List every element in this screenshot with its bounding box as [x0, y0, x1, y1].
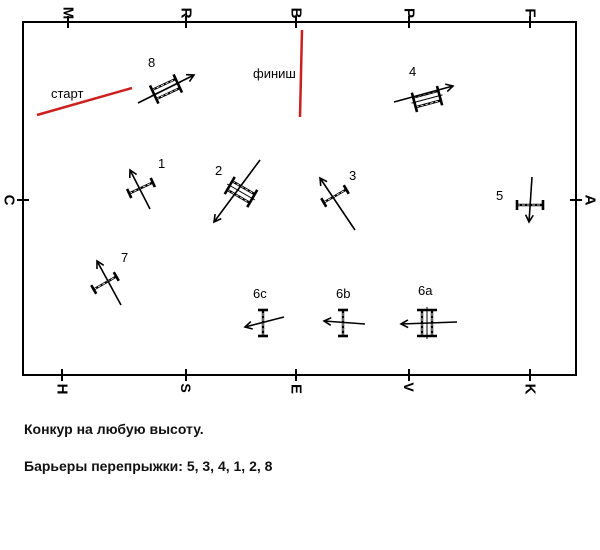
direction-arrow [129, 169, 151, 210]
arrow-head [96, 259, 105, 270]
obstacle-3-number: 3 [349, 168, 356, 183]
letter-top-r: R [178, 8, 195, 19]
letter-top-f: F [522, 8, 539, 17]
obstacle-1-number: 1 [158, 156, 165, 171]
arrow-head [319, 176, 328, 187]
obstacle-5-number: 5 [496, 188, 503, 203]
obstacle-3 [320, 184, 350, 208]
letter-top-p: P [401, 8, 418, 18]
obstacles: 8 4 1 2 3 5 7 6c 6b 6а [90, 55, 545, 339]
direction-arrow [244, 316, 285, 328]
obstacle-8 [148, 73, 184, 105]
obstacle-6c-number: 6c [253, 286, 267, 301]
letter-bottom-h: H [54, 384, 71, 395]
finish-line [298, 29, 304, 118]
letter-bottom-e: E [288, 384, 305, 394]
finish-label: финиш [253, 66, 296, 81]
letter-bottom-s: S [178, 383, 194, 392]
letter-left-c: C [1, 195, 18, 206]
arrow-head [243, 320, 253, 330]
jump-off-line: Барьеры перепрыжки: 5, 3, 4, 1, 2, 8 [24, 458, 272, 474]
arrow-head [185, 73, 196, 83]
jump-off-label: Барьеры перепрыжки: [24, 458, 183, 474]
letter-markers [17, 16, 582, 381]
arrow-head [322, 316, 332, 327]
letter-top-m: M [60, 7, 77, 20]
jump-rail-stripes [93, 276, 117, 290]
jump-stand [320, 197, 328, 208]
jump-stand [90, 284, 98, 295]
arrow-head [445, 83, 455, 93]
jump-stand [112, 271, 120, 282]
start-label: старт [51, 86, 83, 101]
jump-rail-stripes [151, 78, 176, 91]
direction-arrow [323, 320, 366, 325]
obstacle-2-number: 2 [215, 163, 222, 178]
jump-base [411, 94, 443, 104]
obstacle-6a-number: 6а [418, 283, 433, 298]
obstacle-1 [125, 177, 157, 199]
obstacle-2 [223, 176, 259, 208]
letter-top-b: B [288, 8, 305, 19]
obstacle-7 [90, 271, 120, 295]
arena-border [22, 21, 577, 376]
jump-rail-stripes [323, 189, 347, 203]
arena-diagram: M R B P F H S E V K C A старт финиш 8 4 … [1, 7, 599, 395]
obstacle-4-number: 4 [409, 64, 416, 79]
course-title: Конкур на любую высоту. [24, 421, 204, 437]
letter-bottom-v: V [401, 382, 417, 392]
arrow-head [399, 319, 409, 329]
direction-arrow [319, 177, 356, 231]
jump-base [226, 183, 256, 201]
jump-stand [149, 177, 157, 188]
direction-arrow [96, 260, 122, 306]
arrow-head [128, 168, 138, 179]
obstacle-7-number: 7 [121, 250, 128, 265]
direction-arrow [393, 85, 454, 103]
start-line [36, 86, 133, 117]
direction-arrow [400, 321, 458, 325]
arrow-head [524, 214, 534, 224]
obstacle-8-number: 8 [148, 55, 155, 70]
obstacle-6b-number: 6b [336, 286, 350, 301]
arrow-head [213, 213, 222, 224]
direction-arrow [528, 176, 533, 223]
jump-rail-stripes [227, 189, 250, 204]
jump-off-values: 5, 3, 4, 1, 2, 8 [186, 458, 273, 474]
direction-arrow [213, 159, 261, 223]
letter-bottom-k: K [522, 384, 539, 395]
jump-stand [342, 184, 350, 195]
direction-arrow [137, 74, 195, 104]
jump-rail-stripes [129, 182, 153, 194]
jump-stand [125, 188, 133, 199]
letter-right-a: A [582, 195, 599, 206]
